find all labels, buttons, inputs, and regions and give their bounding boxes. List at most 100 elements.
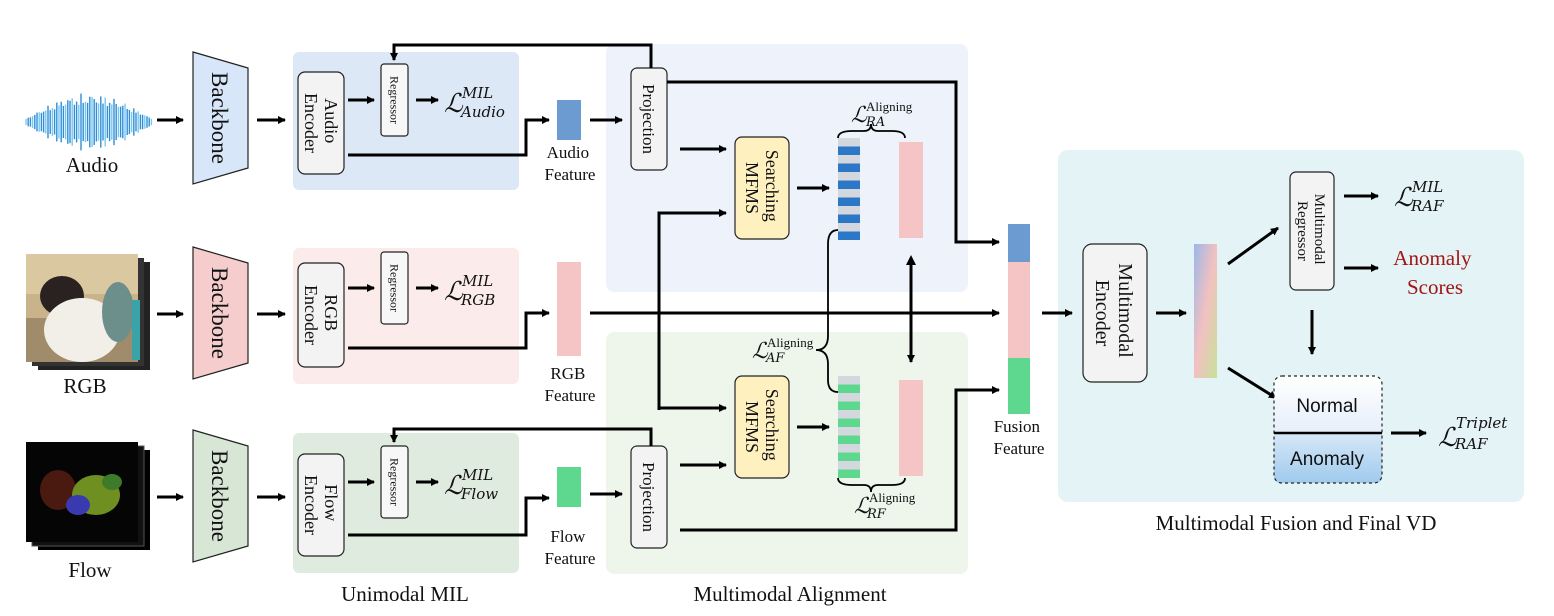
feedback-audio-projection-regressor bbox=[390, 43, 653, 68]
audio-feature-block bbox=[557, 100, 581, 140]
input-label-rgb: RGB bbox=[63, 374, 106, 398]
rgb-reference-block-top bbox=[899, 142, 923, 238]
audio-waveform-icon bbox=[25, 93, 153, 151]
svg-text:ℒ: ℒ bbox=[1438, 423, 1458, 453]
svg-text:Searching MFMS: Searching MFMS bbox=[742, 389, 782, 465]
connector-flow-projection-fusion bbox=[680, 386, 1000, 532]
multimodal-encoder: Multimodal Encoder bbox=[1082, 243, 1148, 383]
rgb-feature-label: RGB Feature bbox=[545, 364, 596, 405]
stack-cell bbox=[838, 410, 860, 419]
svg-text:RA: RA bbox=[865, 115, 885, 130]
fused-representation-block bbox=[1194, 244, 1217, 378]
stack-cell bbox=[838, 138, 860, 147]
arrow-fused-triplet bbox=[1227, 366, 1277, 400]
audio-regressor: Regressor bbox=[380, 63, 409, 137]
flow-feature-label: Flow Feature bbox=[545, 527, 596, 568]
section-title-unimodal: Unimodal MIL bbox=[341, 582, 469, 606]
flow-encoder: Flow Encoder bbox=[297, 453, 345, 557]
svg-text:ℒ: ℒ bbox=[851, 103, 868, 128]
svg-text:RAF: RAF bbox=[1454, 435, 1488, 453]
svg-text:Aligning: Aligning bbox=[866, 99, 913, 114]
stack-cell bbox=[838, 155, 860, 164]
svg-text:RGB Encoder: RGB Encoder bbox=[301, 285, 341, 345]
svg-text:ℒ: ℒ bbox=[444, 471, 464, 501]
input-label-audio: Audio bbox=[66, 153, 119, 177]
audio-encoder: Audio Encoder bbox=[297, 71, 345, 175]
stack-cell bbox=[838, 384, 860, 393]
rgb-frames-image bbox=[26, 254, 150, 370]
connector-audio-projection-fusion bbox=[667, 80, 1000, 246]
stack-cell bbox=[838, 393, 860, 402]
fusion-panel bbox=[1058, 150, 1524, 502]
section-title-alignment: Multimodal Alignment bbox=[693, 582, 886, 606]
svg-text:Projection: Projection bbox=[639, 84, 658, 154]
stack-cell bbox=[838, 146, 860, 155]
audio-projection: Projection bbox=[630, 67, 668, 171]
audio-feature-label: Audio Feature bbox=[545, 143, 596, 184]
loss-mil-flow: ℒ MIL Flow bbox=[444, 466, 498, 503]
loss-aligning-rf: ℒ Aligning RF bbox=[854, 490, 916, 522]
rgb-encoder: RGB Encoder bbox=[297, 262, 345, 368]
svg-text:ℒ: ℒ bbox=[444, 277, 464, 307]
svg-text:RAF: RAF bbox=[1410, 197, 1444, 215]
stack-cell bbox=[838, 444, 860, 453]
stack-cell bbox=[838, 189, 860, 198]
stack-cell bbox=[838, 180, 860, 189]
svg-text:Triplet: Triplet bbox=[1456, 414, 1508, 432]
feedback-flow-projection-regressor bbox=[390, 427, 653, 446]
rgb-reference-block-bottom bbox=[899, 380, 923, 476]
svg-text:RGB: RGB bbox=[460, 291, 495, 309]
fusion-feature-label: Fusion Feature bbox=[994, 417, 1045, 458]
svg-text:MIL: MIL bbox=[461, 466, 493, 484]
svg-text:AF: AF bbox=[765, 351, 785, 366]
loss-aligning-af: ℒ Aligning AF bbox=[752, 335, 814, 366]
svg-text:Backbone: Backbone bbox=[207, 72, 232, 164]
mfms-top: Searching MFMS bbox=[734, 136, 790, 240]
svg-text:MIL: MIL bbox=[1411, 178, 1443, 196]
fusion-feature-block bbox=[1008, 224, 1030, 414]
stack-cell bbox=[838, 418, 860, 427]
brace-ra bbox=[837, 123, 906, 139]
stack-cell bbox=[838, 435, 860, 444]
connector-rgb-to-mfms-bottom bbox=[657, 213, 727, 412]
backbone-rgb: Backbone bbox=[192, 246, 249, 380]
svg-text:Multimodal Regressor: Multimodal Regressor bbox=[1294, 194, 1327, 269]
rgb-regressor: Regressor bbox=[380, 251, 409, 325]
arrow-fused-regressor bbox=[1227, 226, 1279, 266]
anomaly-label: Anomaly bbox=[1290, 449, 1364, 470]
svg-text:Aligning: Aligning bbox=[767, 335, 814, 350]
stack-cell bbox=[838, 197, 860, 206]
svg-text:RF: RF bbox=[866, 507, 887, 522]
rgb-feature-block bbox=[557, 262, 581, 356]
svg-text:Backbone: Backbone bbox=[207, 267, 232, 359]
loss-mil-audio: ℒ MIL Audio bbox=[444, 84, 505, 121]
svg-text:Aligning: Aligning bbox=[869, 490, 916, 505]
connector-flow-encoder-feature bbox=[348, 494, 550, 537]
stack-cell bbox=[838, 401, 860, 410]
flow-regressor: Regressor bbox=[380, 445, 409, 519]
backbone-audio: Backbone bbox=[192, 51, 249, 185]
brace-af bbox=[815, 229, 839, 393]
flow-projection: Projection bbox=[630, 445, 668, 549]
svg-text:Flow: Flow bbox=[460, 485, 498, 503]
svg-text:MIL: MIL bbox=[461, 272, 493, 290]
svg-text:Backbone: Backbone bbox=[207, 450, 232, 542]
svg-text:ℒ: ℒ bbox=[854, 494, 871, 519]
svg-text:Flow Encoder: Flow Encoder bbox=[301, 475, 341, 535]
svg-text:Projection: Projection bbox=[639, 462, 658, 532]
anomaly-scores-label: Anomaly Scores bbox=[1393, 246, 1476, 299]
stack-cell bbox=[838, 206, 860, 215]
stack-cell bbox=[838, 214, 860, 223]
flow-selected-stack bbox=[838, 376, 860, 478]
svg-text:ℒ: ℒ bbox=[752, 339, 769, 364]
svg-text:Audio: Audio bbox=[459, 103, 505, 121]
loss-mil-raf: ℒ MIL RAF bbox=[1394, 178, 1444, 215]
connector-audio-encoder-feature bbox=[348, 116, 550, 157]
flow-frames-image bbox=[26, 442, 150, 550]
multimodal-regressor: Multimodal Regressor bbox=[1289, 171, 1335, 291]
stack-cell bbox=[838, 231, 860, 240]
svg-text:Regressor: Regressor bbox=[388, 264, 402, 312]
audio-selected-stack bbox=[838, 138, 860, 240]
stack-cell bbox=[838, 223, 860, 232]
